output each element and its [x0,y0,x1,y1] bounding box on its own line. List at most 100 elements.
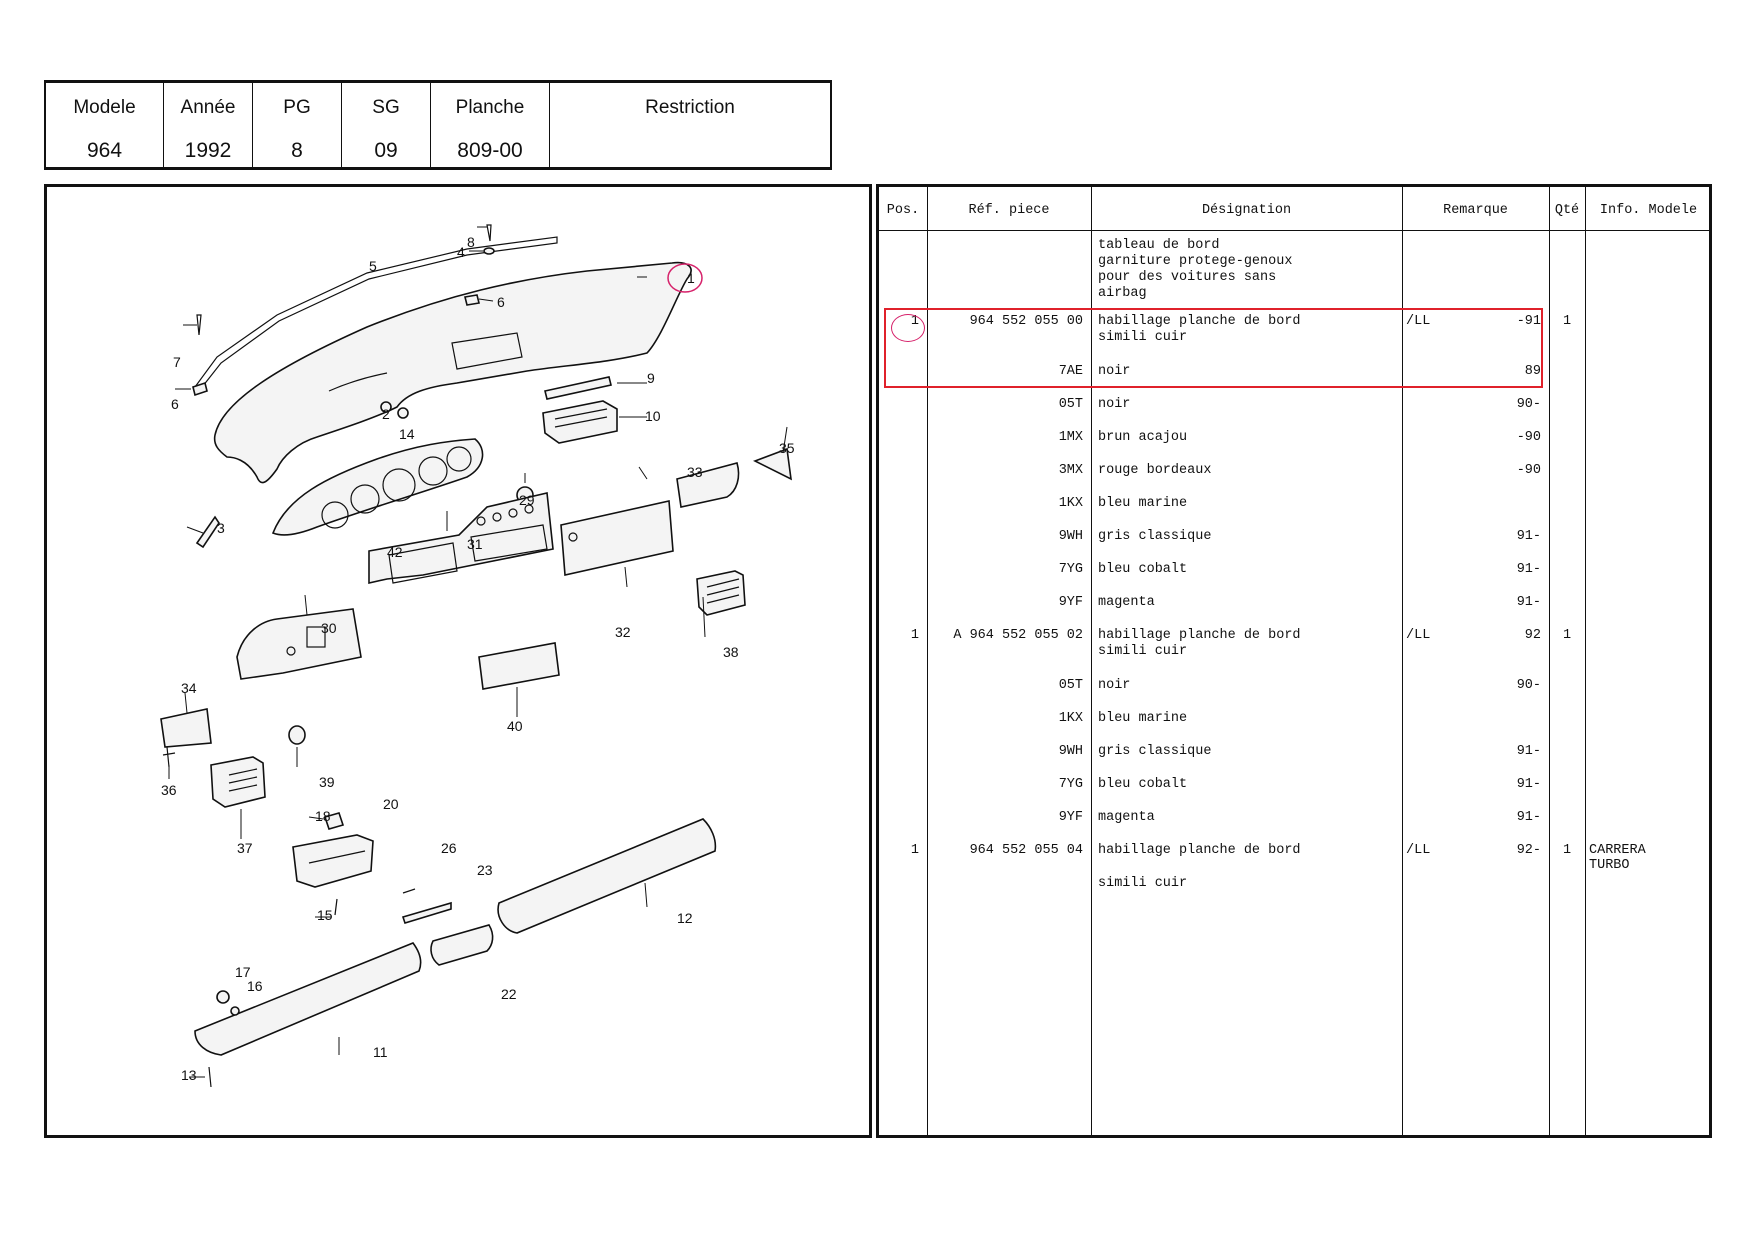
header-label: Restriction [645,97,735,118]
part-15-screw [334,898,338,916]
header-label: Modele [73,97,136,118]
header-col-planche: Planche 809-00 [431,83,550,167]
callout-label: 16 [247,978,263,994]
callout-label: 17 [235,964,251,980]
callout-label: 20 [383,796,399,812]
part-16 [230,1006,240,1016]
callout-label: 42 [387,544,403,560]
cell-ref: 05T [1058,678,1083,693]
cell-remarque-year: 92 [1524,628,1541,643]
callout-label: 38 [723,644,739,660]
exploded-diagram: 1 2 3 4 5 6 6 7 8 9 10 11 12 13 14 15 16… [44,184,872,1138]
callout-label: 29 [519,492,535,508]
callout-label: 26 [441,840,457,856]
callout-label: 12 [677,910,693,926]
part-6-clip-top [464,294,480,306]
header-table: Modele 964 Année 1992 PG 8 SG 09 Planche… [44,80,832,170]
header-col-modele: Modele 964 [46,83,164,167]
cell-designation: gris classique [1098,529,1212,544]
part-6-clip-left [192,381,208,397]
callout-label: 23 [477,862,493,878]
cell-remarque-year: 91- [1516,595,1541,610]
callout-label: 10 [645,408,661,424]
cell-remarque-year: 90- [1516,678,1541,693]
cell-designation: bleu marine [1098,711,1188,726]
part-31-console-panel [368,492,554,584]
header-label: PG [283,97,311,118]
header-label: Planche [455,97,525,118]
col-header-ref: Réf. piece [968,203,1050,218]
callout-label: 30 [321,620,337,636]
part-3-clip [195,515,220,549]
part-12-knee-trim-right [497,818,717,934]
part-39-knob [288,725,306,745]
cell-remarque-year: -90 [1516,463,1541,478]
part-20-ashtray [292,834,374,888]
col-header-designation: Désignation [1201,203,1292,218]
callout-label: 33 [687,464,703,480]
cell-designation: noir [1098,397,1131,412]
callout-label: 5 [369,258,377,274]
callout-label: 22 [501,986,517,1002]
cell-ref: 9WH [1058,529,1083,544]
part-5-trim-strip [194,236,558,392]
cell-designation: bleu cobalt [1098,777,1188,792]
part-38-vent [696,570,746,616]
callout-label: 6 [171,396,179,412]
header-label: Année [180,97,236,118]
cell-ref: 3MX [1058,463,1083,478]
cell-ref: 7YG [1058,777,1083,792]
part-11-knee-trim-left [194,942,422,1056]
callout-label: 4 [457,244,465,260]
part-13-screw [208,1066,212,1088]
cell-designation: simili cuir [1098,876,1188,891]
callout-label: 14 [399,426,415,442]
cell-designation: magenta [1098,595,1155,610]
cell-remarque-year: 91- [1516,529,1541,544]
callout-label: 31 [467,536,483,552]
header-value: 09 [374,139,398,162]
cell-ref: 9YF [1058,595,1083,610]
cell-remarque-code: /LL [1406,628,1431,643]
cell-designation: noir [1098,678,1131,693]
part-18 [323,812,345,830]
part-37-vent [210,756,266,808]
part-34-trim [160,708,212,748]
callout-label: 39 [319,774,335,790]
cell-remarque-year: 92- [1516,843,1541,858]
header-col-annee: Année 1992 [164,83,253,167]
cell-ref: 1KX [1058,711,1083,726]
header-label: SG [372,97,400,118]
header-value: 8 [291,139,303,162]
cell-ref: 1MX [1058,430,1083,445]
part-7-screw [196,314,202,336]
callout-label: 35 [779,440,795,456]
cell-ref: 9YF [1058,810,1083,825]
header-value: 1992 [184,139,232,162]
callout-label: 6 [497,294,505,310]
cell-remarque-year: -91 [1516,314,1541,329]
part-4-washer [483,247,495,255]
callout-label: 18 [315,808,331,824]
cell-remarque-year: 90- [1516,397,1541,412]
intro-text: tableau de bord garniture protege-genoux… [1098,238,1293,301]
callout-label: 3 [217,520,225,536]
callout-label: 37 [237,840,253,856]
cell-remarque-year: 91- [1516,810,1541,825]
callout-label: 15 [317,907,333,923]
cell-ref: A 964 552 055 02 [953,628,1083,643]
part-17-knob [216,990,230,1004]
callout-1-highlight-circle [667,263,703,293]
part-40-panel [478,642,560,690]
cell-designation: noir [1098,364,1131,379]
callout-label: 13 [181,1067,197,1083]
cell-designation: brun acajou [1098,430,1188,445]
cell-designation: habillage planche de bord [1098,843,1301,858]
col-header-remarque: Remarque [1443,203,1508,218]
cell-designation: habillage planche de bord simili cuir [1098,314,1301,345]
callout-label: 7 [173,354,181,370]
cell-designation: habillage planche de bord simili cuir [1098,628,1301,659]
cell-remarque-year: 91- [1516,777,1541,792]
cell-qte: 1 [1562,843,1572,858]
cell-designation: gris classique [1098,744,1212,759]
